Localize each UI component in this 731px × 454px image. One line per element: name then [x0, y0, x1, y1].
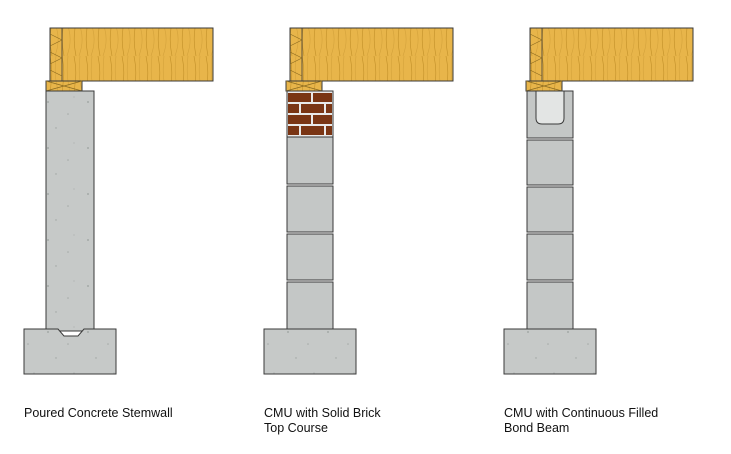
- caption-line: CMU with Solid Brick: [264, 406, 381, 420]
- caption-line: Poured Concrete Stemwall: [24, 406, 173, 420]
- floor-joist: [529, 27, 694, 82]
- sill-plate: [45, 80, 83, 92]
- concrete-footing: [263, 328, 357, 375]
- detail-cmu-bond-beam: [503, 27, 694, 375]
- floor-joist: [289, 27, 454, 82]
- concrete-stemwall: [45, 90, 95, 332]
- floor-joist: [49, 27, 214, 82]
- caption-cmu-brick: CMU with Solid Brick Top Course: [264, 406, 381, 436]
- caption-poured-concrete: Poured Concrete Stemwall: [24, 406, 173, 421]
- concrete-footing: [503, 328, 597, 375]
- cmu-block-stack: [286, 136, 334, 330]
- detail-poured-concrete: [23, 27, 214, 375]
- cmu-block-stack: [526, 139, 574, 330]
- solid-brick-course: [286, 90, 334, 138]
- caption-line: Top Course: [264, 421, 328, 435]
- sill-plate: [285, 80, 323, 92]
- detail-cmu-brick: [263, 27, 454, 375]
- caption-line: Bond Beam: [504, 421, 570, 435]
- bond-beam-block: [526, 90, 574, 139]
- caption-cmu-bond-beam: CMU with Continuous Filled Bond Beam: [504, 406, 658, 436]
- sill-plate: [525, 80, 563, 92]
- concrete-footing: [23, 328, 117, 375]
- caption-line: CMU with Continuous Filled: [504, 406, 659, 420]
